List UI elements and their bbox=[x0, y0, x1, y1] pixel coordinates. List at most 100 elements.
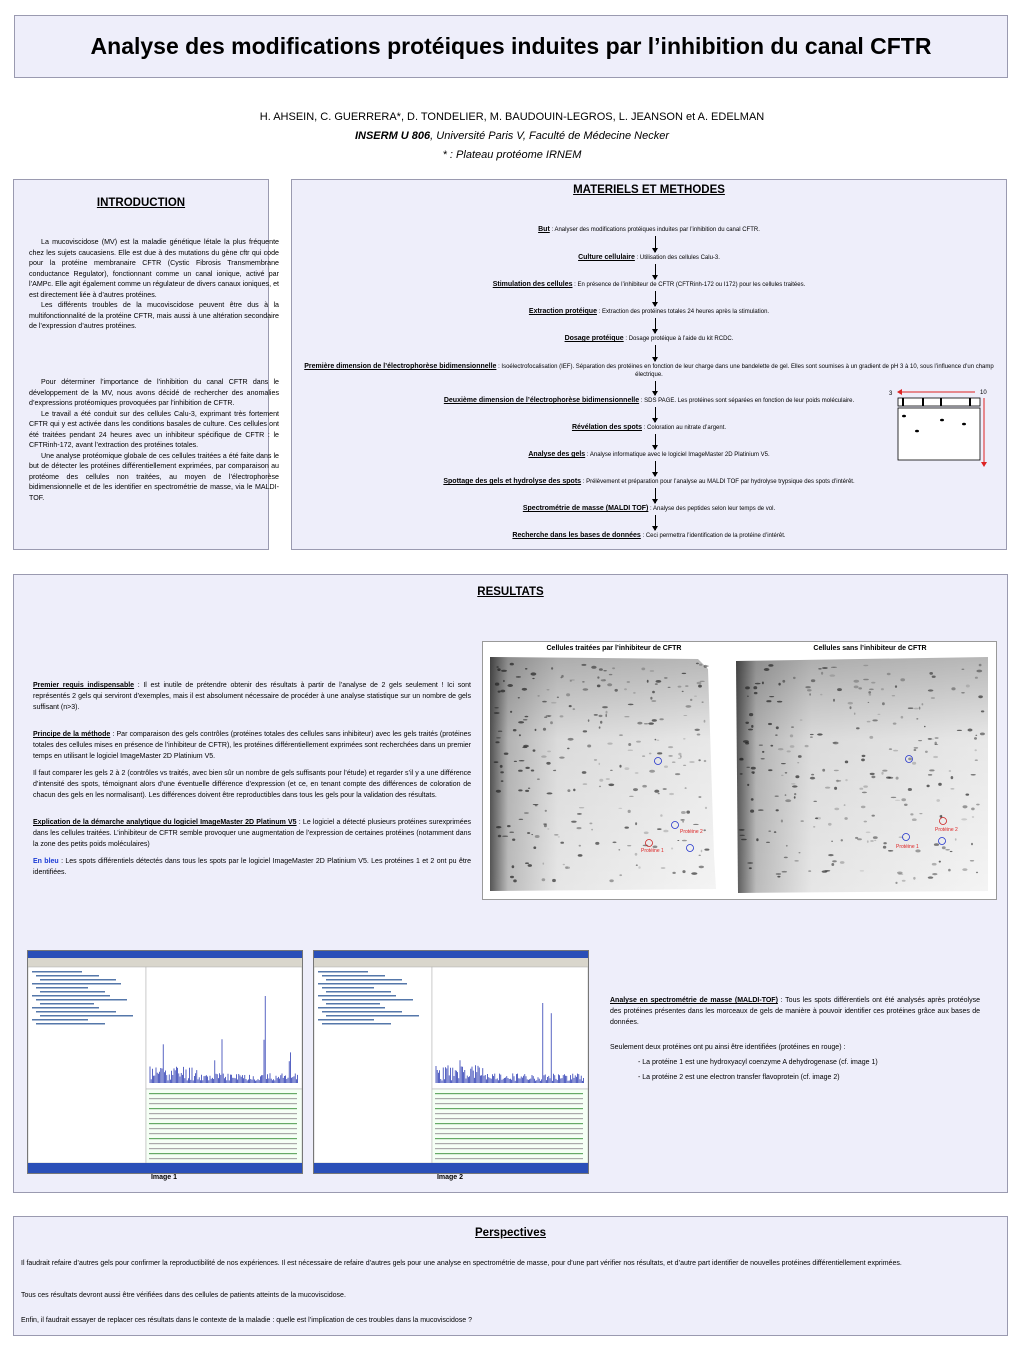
gel-spot bbox=[643, 723, 649, 725]
gel-spot bbox=[603, 670, 607, 672]
gel-spot bbox=[581, 771, 587, 774]
gel-spot bbox=[494, 682, 500, 686]
gel-spot bbox=[531, 834, 534, 836]
tree-row bbox=[40, 979, 116, 981]
gel-spot bbox=[524, 715, 529, 718]
gel-spot bbox=[638, 866, 641, 869]
gel-spot bbox=[777, 875, 781, 878]
gel-spot bbox=[704, 806, 708, 810]
gel-spot bbox=[564, 866, 569, 869]
results-title: RESULTATS bbox=[477, 586, 544, 598]
gel-spot bbox=[931, 675, 936, 678]
gel-spot bbox=[691, 872, 698, 875]
table-row bbox=[149, 1118, 297, 1120]
gel-spot bbox=[913, 707, 919, 710]
table-row bbox=[435, 1123, 583, 1125]
gel-spot bbox=[782, 679, 786, 683]
gel-left-title: Cellules traitées par l’inhibiteur de CF… bbox=[546, 645, 682, 652]
gel-spot bbox=[546, 761, 551, 765]
gel-spot bbox=[668, 755, 673, 757]
gel-spot bbox=[552, 769, 556, 772]
gel-spot bbox=[739, 834, 745, 836]
gel-spot bbox=[891, 695, 896, 697]
table-row bbox=[435, 1103, 583, 1105]
gel-spot bbox=[667, 686, 671, 688]
method-step-label: Extraction protéique bbox=[528, 308, 597, 315]
ms-list-item: - La protéine 2 est une electron transfe… bbox=[638, 1074, 840, 1081]
gel-spot bbox=[706, 665, 709, 667]
gel-spot bbox=[556, 696, 559, 699]
gel-spot bbox=[930, 697, 935, 699]
gel-spot bbox=[844, 760, 849, 764]
gel-spot bbox=[499, 764, 503, 768]
gel-spot bbox=[696, 681, 702, 685]
results-paragraph: Principe de la méthode : Par comparaison… bbox=[33, 731, 471, 760]
tree-row bbox=[322, 1023, 391, 1025]
gel-spot bbox=[657, 752, 663, 755]
ms-paragraph: Seulement deux protéines ont pu ainsi êt… bbox=[610, 1044, 846, 1051]
gel-spot bbox=[495, 789, 501, 793]
gel-right-title: Cellules sans l’inhibiteur de CFTR bbox=[813, 645, 927, 652]
gel-spot bbox=[791, 726, 794, 728]
gel-spot bbox=[677, 757, 682, 759]
gel-spot bbox=[967, 728, 973, 732]
gel-spot bbox=[938, 860, 941, 863]
gel-spot bbox=[775, 734, 778, 736]
gel-spot bbox=[770, 744, 774, 747]
gel-spot bbox=[542, 862, 545, 865]
gel-spot bbox=[602, 706, 608, 709]
table-row bbox=[435, 1093, 583, 1095]
gel-spot bbox=[808, 870, 812, 872]
gel-spot bbox=[537, 695, 540, 697]
method-step-text: : Analyser des modifications protéiques … bbox=[549, 227, 760, 233]
gel-spot bbox=[525, 862, 529, 864]
gel-spot bbox=[593, 714, 598, 716]
gel-spot bbox=[655, 680, 662, 683]
tree-row bbox=[32, 971, 82, 973]
gel-spot bbox=[547, 750, 551, 753]
gel-spot bbox=[824, 870, 831, 872]
method-step: Deuxième dimension de l’électrophorèse b… bbox=[292, 397, 1006, 405]
gel-spot bbox=[775, 726, 779, 730]
gel-spot bbox=[877, 713, 881, 715]
gel-spot bbox=[883, 842, 887, 845]
gel-spot bbox=[502, 835, 509, 837]
gel-spot bbox=[956, 729, 962, 731]
method-step-label: Révélation des spots bbox=[571, 424, 642, 431]
gel-spot bbox=[614, 688, 618, 692]
gel-spot bbox=[582, 688, 589, 691]
gel-spot bbox=[560, 841, 564, 844]
gel-spot bbox=[578, 844, 581, 847]
gel-spot bbox=[534, 805, 538, 807]
method-step: But : Analyser des modifications protéiq… bbox=[292, 226, 1006, 234]
gel-spot bbox=[500, 689, 506, 693]
method-step: Première dimension de l’électrophorèse b… bbox=[296, 363, 1002, 379]
gel-spot bbox=[933, 755, 938, 759]
gel-spot bbox=[938, 782, 942, 786]
gel-spot bbox=[970, 774, 976, 776]
image2-screenshot bbox=[313, 950, 589, 1174]
gel-spot bbox=[856, 727, 860, 730]
method-step-label: Dosage protéique bbox=[564, 335, 624, 342]
gel-spot bbox=[694, 728, 700, 731]
gel-spot bbox=[974, 749, 977, 752]
gel-spot bbox=[974, 737, 977, 740]
method-step-label: Stimulation des cellules bbox=[492, 281, 573, 288]
gel-spot bbox=[863, 785, 868, 788]
gel-spot bbox=[682, 870, 686, 874]
gel-spot bbox=[541, 878, 546, 882]
gel-spot bbox=[754, 682, 761, 685]
gel-treated bbox=[490, 657, 716, 891]
gel-spot bbox=[503, 752, 509, 755]
gel-spot bbox=[828, 822, 832, 826]
gel-spot bbox=[619, 874, 623, 877]
flow-arrow bbox=[652, 407, 658, 423]
gel-spot bbox=[684, 787, 687, 789]
gel-spot bbox=[527, 864, 532, 867]
gel-spot bbox=[518, 789, 523, 792]
tree-row bbox=[318, 983, 407, 985]
results-panel: RESULTATS Premier requis indispensable :… bbox=[13, 574, 1008, 1193]
poster-title: Analyse des modifications protéiques ind… bbox=[90, 33, 932, 59]
gel-spot bbox=[571, 820, 577, 823]
gel-spot bbox=[834, 807, 840, 811]
